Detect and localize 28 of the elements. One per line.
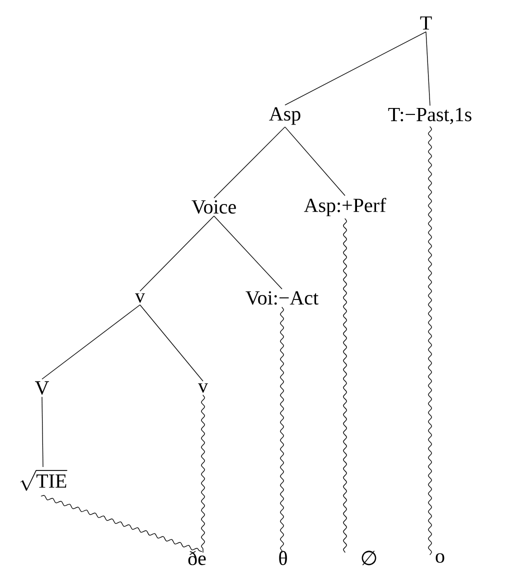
wavy-line xyxy=(40,494,202,552)
tree-branch xyxy=(284,126,346,196)
tree-label: T:−Past,1s xyxy=(388,108,472,124)
tree-branch xyxy=(42,304,140,380)
tree-label: θ xyxy=(279,550,287,566)
tree-label: ∅ xyxy=(362,550,376,566)
tree-label: Asp:+Perf xyxy=(304,198,386,216)
tree-branch xyxy=(140,216,214,292)
tree-label: v xyxy=(135,293,145,303)
tree-branch xyxy=(426,31,430,106)
tree-label: $\sqrt{\mathrm{TIE}}$ xyxy=(20,470,68,491)
tree-branch xyxy=(214,126,286,198)
tree-label: ðe xyxy=(188,550,206,566)
wavy-line xyxy=(343,218,347,553)
wavy-line xyxy=(428,126,432,556)
tree-label: Voice xyxy=(192,200,236,214)
tree-branch xyxy=(214,216,282,290)
tree-branch xyxy=(140,304,204,382)
tree-branch xyxy=(284,31,426,106)
tree-branch xyxy=(42,396,44,468)
tree-label: Voi:−Act xyxy=(246,291,318,305)
tree-label: T xyxy=(420,16,432,30)
tree-label: o xyxy=(436,553,444,563)
wavy-line xyxy=(280,306,284,554)
tree-label: Asp xyxy=(269,107,300,125)
wavy-line xyxy=(201,394,205,553)
tree-label: v xyxy=(198,383,208,393)
tree-label: V xyxy=(35,381,49,395)
